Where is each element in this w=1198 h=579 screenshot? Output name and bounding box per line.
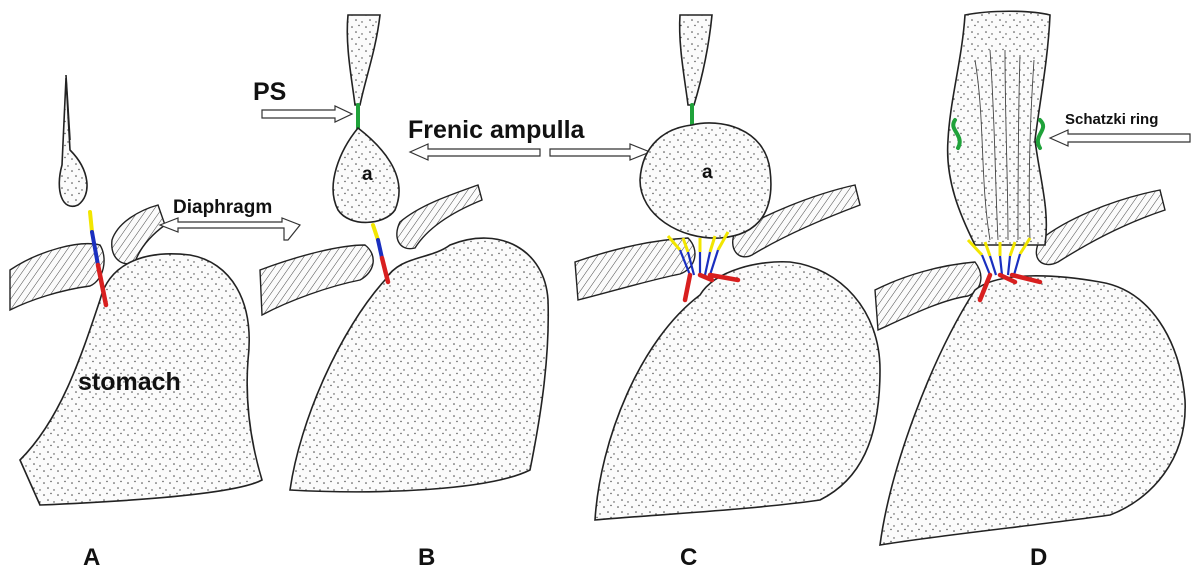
- panel-letter-d: D: [1030, 544, 1047, 571]
- ampulla-marker: a: [362, 164, 373, 185]
- panel-b: a PS B: [253, 15, 548, 571]
- blue-segment: [982, 254, 1020, 275]
- panel-letter-b: B: [418, 544, 435, 571]
- esophagus: [948, 11, 1050, 245]
- schatzki-ring-right: [1038, 120, 1043, 148]
- esophagus: [680, 15, 712, 105]
- panel-letter-c: C: [680, 544, 697, 571]
- yellow-segment: [373, 225, 378, 240]
- stomach: [880, 276, 1185, 545]
- panel-c: a C: [575, 15, 880, 571]
- panel-d: Schatzki ring D: [875, 11, 1190, 571]
- panel-letter-a: A: [83, 544, 100, 571]
- blue-segment: [378, 240, 382, 258]
- diaphragm-left-crus: [10, 244, 104, 310]
- esophagus: [59, 78, 87, 206]
- ampulla-marker: a: [702, 162, 713, 183]
- diaphragm-right-crus: [1036, 190, 1165, 265]
- frenic-arrow-left: [410, 144, 540, 160]
- diaphragm-label: Diaphragm: [173, 197, 272, 218]
- schatzki-arrow: [1050, 130, 1190, 146]
- frenic-arrow-right: [550, 144, 650, 160]
- red-segment: [382, 258, 388, 282]
- ps-label: PS: [253, 78, 286, 106]
- ps-arrow: [262, 106, 352, 122]
- esophagus: [347, 15, 380, 105]
- diaphragm-arrow: [160, 218, 300, 240]
- frenic-ampulla-label: Frenic ampulla: [408, 116, 586, 144]
- diaphragm-left-crus: [260, 245, 373, 315]
- yellow-segment: [90, 212, 92, 232]
- stomach-label: stomach: [78, 368, 181, 396]
- schatzki-ring-label: Schatzki ring: [1065, 111, 1158, 128]
- stomach: [595, 262, 880, 520]
- panel-a: stomach Diaphragm A: [10, 75, 300, 571]
- frenic-ampulla-callout: Frenic ampulla: [408, 116, 650, 160]
